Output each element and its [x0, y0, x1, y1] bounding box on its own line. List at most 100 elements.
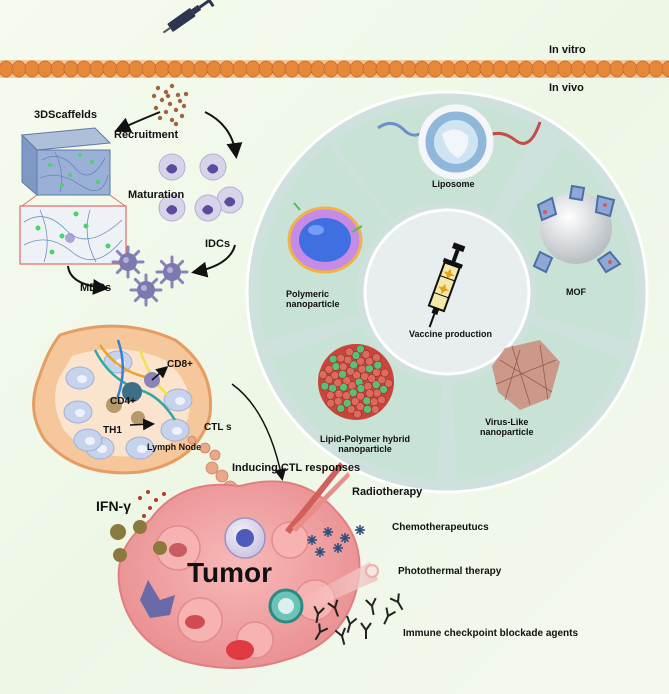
- cd4-label: CD4+: [110, 396, 136, 407]
- hybrid-bump: [372, 353, 381, 362]
- antigen-dot: [155, 85, 161, 91]
- membrane-cell: [102, 60, 118, 78]
- membrane-cell: [219, 60, 235, 78]
- hybrid-bump: [371, 380, 381, 389]
- membrane-cell: [232, 60, 248, 78]
- ctl-cell: [187, 435, 197, 445]
- membrane-cell: [297, 60, 313, 78]
- membrane-cell: [622, 60, 638, 78]
- ifn-dot: [162, 492, 166, 496]
- hybrid-bump: [372, 388, 382, 398]
- hybrid-bump: [328, 384, 337, 393]
- lymph-cell: [125, 436, 155, 460]
- antigen-dot: [163, 109, 169, 115]
- hybrid-bump: [330, 371, 340, 380]
- hybrid-bump: [343, 355, 353, 365]
- membrane-cell: [531, 60, 547, 78]
- photothermal-label: Photothermal therapy: [398, 566, 502, 577]
- ctl-response-label: Inducing CTL responses: [232, 462, 361, 474]
- membrane-cell: [466, 60, 482, 78]
- chemotherapeutics-particles: [307, 525, 365, 557]
- lymph-cell: [163, 388, 193, 412]
- hybrid-bump: [384, 379, 393, 388]
- liposome-illustration: [377, 104, 542, 180]
- immature-dc: [199, 153, 227, 181]
- polymeric-nanoparticle-illustration: [287, 202, 363, 274]
- hybrid-bump: [365, 364, 374, 373]
- membrane-cell: [245, 60, 261, 78]
- membrane-cell: [167, 60, 183, 78]
- hybrid-bump: [339, 382, 348, 392]
- scaffold-cube: [19, 127, 127, 265]
- hybrid-bump: [326, 391, 335, 400]
- membrane-cell: [635, 60, 651, 78]
- recruitment-arrows: [67, 111, 243, 295]
- antigen-dot: [181, 103, 187, 109]
- lipid-polymer-hybrid-illustration: [318, 344, 394, 420]
- hybrid-bump: [342, 391, 351, 400]
- membrane-cell: [11, 60, 27, 78]
- vaccine-production-label: Vaccine production: [409, 329, 493, 339]
- cd8-label: CD8+: [167, 359, 193, 370]
- immature-dc: [158, 153, 186, 181]
- membrane-cell: [661, 60, 669, 78]
- hybrid-bump: [318, 370, 328, 379]
- chemo-particle: [315, 547, 325, 557]
- hybrid-bump: [352, 370, 361, 380]
- membrane-cell: [141, 60, 157, 78]
- membrane-cell: [63, 60, 79, 78]
- immature-dc: [216, 186, 244, 214]
- ifn-dot: [146, 490, 150, 494]
- hybrid-bump: [373, 360, 383, 370]
- antibody: [360, 622, 372, 639]
- hybrid-bump: [326, 398, 335, 408]
- membrane-cell: [349, 60, 365, 78]
- membrane-cell: [37, 60, 53, 78]
- membrane-cell: [24, 60, 40, 78]
- ifn-gamma-label: IFN-γ: [96, 498, 131, 514]
- hybrid-bump: [338, 362, 348, 372]
- membrane-cell: [375, 60, 391, 78]
- antibody: [346, 615, 358, 633]
- lymph-node-label: Lymph Node: [147, 442, 202, 452]
- membrane-cell: [89, 60, 105, 78]
- hybrid-bump: [324, 365, 334, 374]
- lipid-polymer-label: Lipid-Polymer hybrid nanoparticle: [320, 434, 411, 454]
- hybrid-bump: [351, 351, 361, 360]
- antigen-dot: [173, 121, 179, 127]
- ctl-cell: [215, 469, 229, 483]
- membrane-cell: [115, 60, 131, 78]
- hybrid-bump: [357, 364, 367, 374]
- membrane-cell: [362, 60, 378, 78]
- th1-label: TH1: [103, 425, 122, 436]
- antigen-dot: [175, 92, 181, 98]
- lymph-cell: [65, 366, 95, 390]
- membrane-cell: [544, 60, 560, 78]
- in-vitro-label: In vitro: [549, 44, 586, 56]
- hybrid-bump: [363, 382, 373, 391]
- hybrid-bump: [369, 397, 379, 407]
- hybrid-bump: [334, 389, 344, 399]
- chemo-particle: [355, 525, 365, 535]
- hybrid-bump: [353, 409, 362, 419]
- hybrid-bump: [342, 376, 352, 385]
- membrane-cell: [310, 60, 326, 78]
- idcs-label: IDCs: [205, 238, 231, 250]
- membrane-cell: [492, 60, 508, 78]
- membrane-cell: [453, 60, 469, 78]
- vaccine-syringe-icon: [427, 242, 466, 328]
- syringe-icon: [162, 0, 215, 34]
- membrane-cell: [427, 60, 443, 78]
- membrane-cell: [271, 60, 287, 78]
- mature-dc: [111, 245, 145, 279]
- membrane-cell: [258, 60, 274, 78]
- mature-dc: [155, 255, 189, 289]
- membrane-cell: [401, 60, 417, 78]
- membrane-cell: [76, 60, 92, 78]
- hybrid-bump: [372, 368, 381, 377]
- hybrid-bump: [350, 397, 360, 406]
- membrane-cell: [154, 60, 170, 78]
- antigen-dot: [157, 115, 163, 121]
- membrane-cell: [193, 60, 209, 78]
